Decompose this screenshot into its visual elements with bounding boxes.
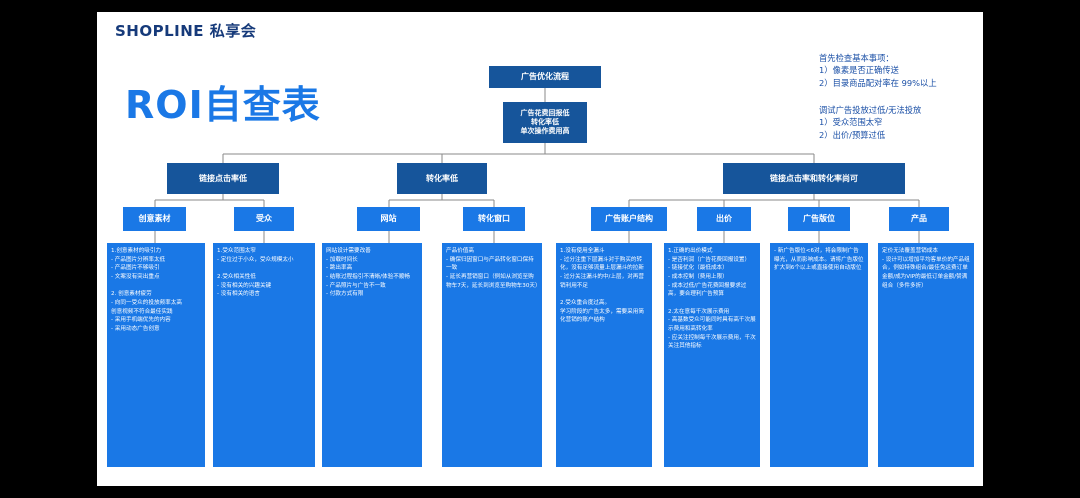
detail-conversion-window: 产品价值高 - 确保归因窗口与产品转化窗口保持一致 - 延长再营销窗口（例如从浏… bbox=[442, 243, 542, 467]
detail-website: 网站设计需要改善 - 加载时间长 - 跳出率高 - 结账过程指引不清晰/体验不顺… bbox=[322, 243, 422, 467]
category-creative: 创意素材 bbox=[123, 207, 186, 231]
category-placement: 广告版位 bbox=[788, 207, 850, 231]
detail-creative: 1.创意素材的吸引力 - 产品图片分辨率太低 - 产品图片不够吸引 - 文案没有… bbox=[107, 243, 205, 467]
branch-low-ctr: 链接点击率低 bbox=[167, 163, 279, 194]
detail-audience: 1.受众范围太窄 - 定位过于小众，受众规模太小 2.受众相关性低 - 没有相关… bbox=[213, 243, 315, 467]
detail-product: 定价无法覆盖营销成本 - 设计可以增加平均客单价的产品组合，例如特殊组合/最佳免… bbox=[878, 243, 974, 467]
category-bid: 出价 bbox=[697, 207, 751, 231]
category-website: 网站 bbox=[357, 207, 420, 231]
page-title: ROI自查表 bbox=[125, 83, 321, 127]
problem-node: 广告花费回报低 转化率低 单次操作费用高 bbox=[503, 102, 587, 143]
root-node: 广告优化流程 bbox=[489, 66, 601, 88]
slide: SHOPLINE 私享会 ROI自查表 首先检查基本事项： 1）像素是否正确传送… bbox=[97, 12, 983, 486]
notes-low-delivery: 调试广告投放过低/无法投放 1）受众范围太窄 2）出价/预算过低 bbox=[819, 105, 922, 140]
category-product: 产品 bbox=[889, 207, 949, 231]
brand-logo: SHOPLINE 私享会 bbox=[115, 22, 257, 40]
branch-low-conversion: 转化率低 bbox=[397, 163, 487, 194]
detail-account-structure: 1.没有使用全漏斗 - 过分注重下层漏斗对于购买的转化，没有足够流量上层漏斗的拉… bbox=[556, 243, 652, 467]
branch-ok-ctr-conversion: 链接点击率和转化率尚可 bbox=[723, 163, 905, 194]
category-account-structure: 广告账户结构 bbox=[591, 207, 667, 231]
notes-basic-checks: 首先检查基本事项： 1）像素是否正确传送 2）目录商品配对率在 99%以上 bbox=[819, 53, 937, 88]
connector-lines bbox=[154, 88, 920, 243]
detail-bid: 1.正确的出价模式 - 是否利润（广告花费回报设置） - 链接优化（最低成本） … bbox=[664, 243, 760, 467]
detail-placement: - 新广告版位<6对，将会限制广告曝光，从而影响成本。请将广告版位扩大到6个以上… bbox=[770, 243, 868, 467]
category-audience: 受众 bbox=[234, 207, 294, 231]
category-conversion-window: 转化窗口 bbox=[463, 207, 525, 231]
